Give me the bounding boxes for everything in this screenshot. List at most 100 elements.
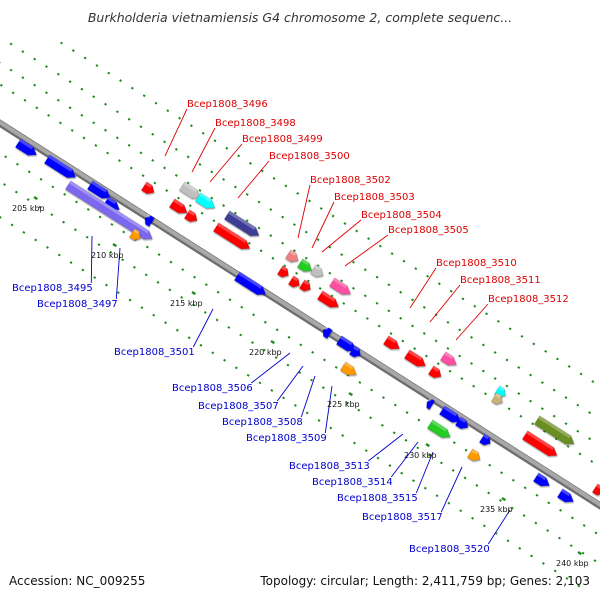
tick-dot bbox=[144, 273, 148, 277]
gene-arrow[interactable] bbox=[64, 180, 155, 243]
tick-dot bbox=[369, 416, 373, 420]
tick-dot bbox=[115, 110, 119, 114]
tick-dot bbox=[520, 334, 524, 338]
gene-arrow[interactable] bbox=[142, 213, 155, 227]
tick-dot bbox=[485, 312, 489, 316]
tick-dot bbox=[92, 121, 96, 125]
gene-arrow[interactable] bbox=[43, 154, 78, 182]
gene-arrow[interactable] bbox=[298, 279, 313, 294]
gene-label[interactable]: Bcep1808_3500 bbox=[269, 151, 350, 162]
gene-arrow[interactable] bbox=[287, 275, 302, 290]
gene-arrow[interactable] bbox=[284, 249, 300, 265]
tick-dot bbox=[459, 509, 463, 513]
gene-arrow[interactable] bbox=[403, 349, 428, 370]
tick-dot bbox=[257, 200, 261, 204]
tick-dot bbox=[518, 546, 522, 550]
gene-arrow[interactable] bbox=[86, 180, 113, 202]
gene-label[interactable]: Bcep1808_3503 bbox=[334, 192, 415, 203]
tick-dot bbox=[411, 324, 414, 328]
gene-arrow[interactable] bbox=[309, 264, 325, 280]
gene-arrow[interactable] bbox=[14, 138, 39, 159]
gene-label[interactable]: Bcep1808_3512 bbox=[488, 294, 569, 305]
tick-dot bbox=[451, 468, 455, 472]
gene-arrow[interactable] bbox=[533, 415, 576, 448]
leader-line bbox=[276, 365, 304, 402]
gene-arrow[interactable] bbox=[339, 361, 359, 379]
gene-arrow[interactable] bbox=[438, 405, 463, 426]
gene-label[interactable]: Bcep1808_3511 bbox=[460, 275, 541, 286]
tick-dot bbox=[168, 288, 172, 292]
label-leader-lines bbox=[90, 108, 511, 545]
tick-dot bbox=[364, 449, 368, 453]
gene-arrow[interactable] bbox=[426, 419, 453, 441]
tick-dot bbox=[389, 332, 393, 335]
tick-dot bbox=[319, 207, 323, 210]
tick-dot bbox=[413, 347, 417, 351]
tick-dot bbox=[355, 229, 359, 233]
gene-arrow[interactable] bbox=[168, 198, 190, 217]
gene-arrow[interactable] bbox=[466, 448, 482, 464]
tick-dot bbox=[270, 388, 274, 392]
tick-dot bbox=[304, 230, 308, 234]
gene-arrow[interactable] bbox=[233, 271, 268, 299]
tick-dot bbox=[201, 131, 205, 135]
gene-arrow[interactable] bbox=[140, 181, 156, 197]
gene-arrow[interactable] bbox=[478, 433, 493, 448]
gene-label[interactable]: Bcep1808_3496 bbox=[187, 99, 268, 110]
gene-arrow[interactable] bbox=[521, 430, 559, 460]
gene-arrow[interactable] bbox=[532, 472, 552, 490]
tick-dot bbox=[222, 178, 226, 181]
gene-arrow[interactable] bbox=[348, 345, 363, 360]
tick-dot bbox=[354, 309, 358, 313]
gene-arrow[interactable] bbox=[382, 335, 402, 353]
gene-label[interactable]: Bcep1808_3495 bbox=[12, 283, 93, 294]
gene-arrow[interactable] bbox=[424, 397, 436, 410]
gene-label[interactable]: Bcep1808_3508 bbox=[222, 417, 303, 428]
tick-dot bbox=[105, 283, 108, 287]
gene-label[interactable]: Bcep1808_3507 bbox=[198, 401, 279, 412]
gene-arrow[interactable] bbox=[328, 277, 353, 298]
tick-dot bbox=[269, 234, 273, 238]
gene-arrow[interactable] bbox=[454, 416, 470, 432]
gene-label[interactable]: Bcep1808_3498 bbox=[215, 118, 296, 129]
gene-label[interactable]: Bcep1808_3509 bbox=[246, 433, 327, 444]
gene-arrow[interactable] bbox=[178, 181, 203, 202]
gene-arrow[interactable] bbox=[556, 488, 576, 506]
gene-label[interactable]: Bcep1808_3502 bbox=[310, 175, 391, 186]
gene-arrow[interactable] bbox=[183, 209, 199, 225]
gene-arrow[interactable] bbox=[296, 258, 314, 275]
gene-label[interactable]: Bcep1808_3501 bbox=[114, 347, 195, 358]
gene-arrow[interactable] bbox=[128, 228, 143, 243]
gene-arrow[interactable] bbox=[276, 265, 291, 280]
tick-dot bbox=[472, 384, 476, 388]
gene-label[interactable]: Bcep1808_3520 bbox=[409, 544, 490, 555]
tick-dot bbox=[140, 306, 144, 310]
tick-dot bbox=[215, 318, 219, 322]
gene-arrow[interactable] bbox=[223, 210, 261, 240]
gene-label[interactable]: Bcep1808_3504 bbox=[361, 210, 442, 221]
gene-label[interactable]: Bcep1808_3510 bbox=[436, 258, 517, 269]
tick-dot bbox=[331, 214, 335, 218]
gene-arrow[interactable] bbox=[320, 325, 333, 339]
gene-arrow[interactable] bbox=[490, 392, 505, 407]
gene-arrow[interactable] bbox=[591, 483, 600, 498]
gene-label[interactable]: Bcep1808_3499 bbox=[242, 134, 323, 145]
tick-dot bbox=[500, 471, 504, 475]
gene-label[interactable]: Bcep1808_3505 bbox=[388, 225, 469, 236]
gene-label[interactable]: Bcep1808_3514 bbox=[312, 477, 393, 488]
diagram-title: Burkholderia vietnamiensis G4 chromosome… bbox=[87, 10, 513, 25]
gene-arrow[interactable] bbox=[194, 192, 217, 212]
gene-label[interactable]: Bcep1808_3517 bbox=[362, 512, 443, 523]
tick-dot bbox=[358, 381, 362, 384]
gene-label[interactable]: Bcep1808_3497 bbox=[37, 299, 118, 310]
gene-arrow[interactable] bbox=[427, 365, 443, 381]
gene-label[interactable]: Bcep1808_3506 bbox=[172, 383, 253, 394]
tick-dot bbox=[68, 80, 72, 84]
gene-label[interactable]: Bcep1808_3513 bbox=[289, 461, 370, 472]
tick-dot bbox=[22, 230, 26, 234]
gene-label[interactable]: Bcep1808_3515 bbox=[337, 493, 418, 504]
leader-line bbox=[164, 108, 188, 157]
gene-arrow[interactable] bbox=[316, 290, 341, 311]
gene-arrow[interactable] bbox=[439, 351, 459, 369]
gene-arrow[interactable] bbox=[212, 222, 252, 253]
